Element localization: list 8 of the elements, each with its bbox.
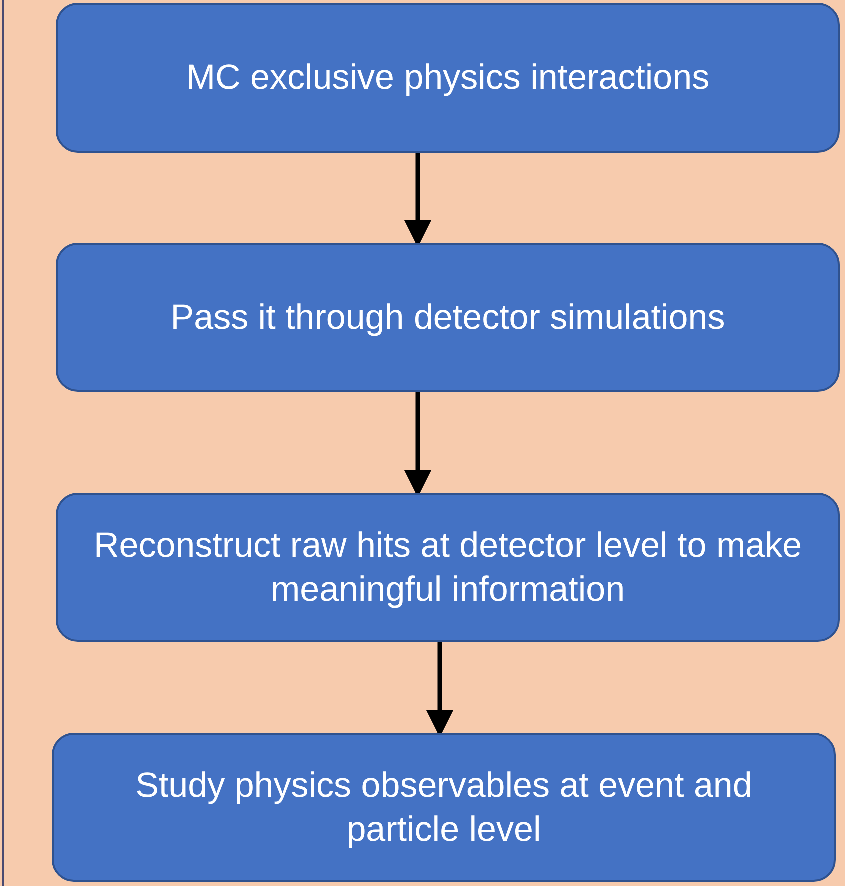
process-box	[52, 733, 836, 882]
process-box	[56, 3, 840, 153]
box-text: Reconstruct raw hits at detector level to make meaningful information	[92, 524, 804, 610]
box-text: Pass it through detector simulations	[170, 296, 726, 338]
box-text: Study physics observables at event and particle level	[134, 764, 754, 850]
process-box	[56, 243, 840, 392]
process-box	[56, 493, 840, 642]
box-text: MC exclusive physics interactions	[186, 57, 710, 99]
